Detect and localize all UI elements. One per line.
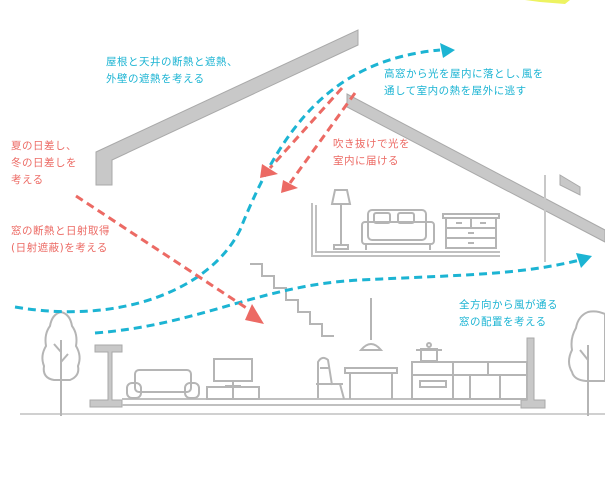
tree-right xyxy=(568,310,605,416)
sun-ray-window-arrow xyxy=(245,304,264,324)
wind-flow-upper xyxy=(14,48,441,314)
wall-right xyxy=(520,337,546,409)
dining-table xyxy=(344,367,398,399)
label-ventilation: 全方向から風が通る 窓の配置を考える xyxy=(459,297,558,331)
label-window-insulation: 窓の断熱と日射取得 (日射遮蔽)を考える xyxy=(11,223,110,257)
label-line: 窓の断熱と日射取得 xyxy=(11,225,110,237)
sun-ray-atrium-left-arrow xyxy=(260,164,278,178)
chair xyxy=(316,356,345,400)
sun-ray-atrium-right xyxy=(288,92,357,184)
sun-ray-atrium-right-arrow xyxy=(281,180,298,193)
pot xyxy=(416,342,442,362)
label-line: 冬の日差しを xyxy=(11,157,77,169)
label-atrium: 吹き抜けで光を 室内に届ける xyxy=(333,136,410,170)
label-line: 全方向から風が通る xyxy=(459,299,558,311)
roof-left xyxy=(95,29,359,186)
tv xyxy=(213,358,253,387)
tv-stand xyxy=(206,386,260,400)
second-floor xyxy=(311,203,500,257)
label-line: 室内に届ける xyxy=(333,155,399,167)
sofa xyxy=(126,369,200,399)
tree-left xyxy=(41,310,81,416)
floor-lamp xyxy=(330,189,352,250)
wind-arrow-lower xyxy=(576,253,592,268)
staircase xyxy=(250,263,334,337)
label-sunlight: 夏の日差し、 冬の日差しを 考える xyxy=(11,138,77,189)
label-line: 通して室内の熱を屋外に逃す xyxy=(384,85,527,97)
label-line: 窓の配置を考える xyxy=(459,316,547,328)
wind-arrow-upper xyxy=(440,43,455,58)
label-line: 外壁の遮熱を考える xyxy=(106,73,205,85)
eave-right xyxy=(559,174,581,196)
kitchen-counter xyxy=(411,361,528,400)
label-roof-insulation: 屋根と天井の断熱と遮熱、 外壁の遮熱を考える xyxy=(106,54,238,88)
label-line: 吹き抜けで光を xyxy=(333,138,410,150)
wind-flow-lower xyxy=(94,258,581,335)
label-line: 屋根と天井の断熱と遮熱、 xyxy=(106,56,238,68)
label-high-window: 高窓から光を屋内に落とし､風を 通して室内の熱を屋外に逃す xyxy=(384,66,544,100)
sun-ray-atrium-left xyxy=(268,86,344,170)
bed xyxy=(361,209,435,250)
label-line: 高窓から光を屋内に落とし､風を xyxy=(384,68,544,80)
label-line: 夏の日差し、 xyxy=(11,140,77,152)
label-line: 考える xyxy=(11,174,44,186)
label-line: (日射遮蔽)を考える xyxy=(11,242,108,254)
roof-right xyxy=(346,93,605,243)
sun-ray-window xyxy=(75,194,255,315)
dresser xyxy=(442,213,500,249)
pendant-lamp xyxy=(358,298,384,351)
highlight-stroke xyxy=(525,0,570,4)
wall-left xyxy=(89,344,123,408)
